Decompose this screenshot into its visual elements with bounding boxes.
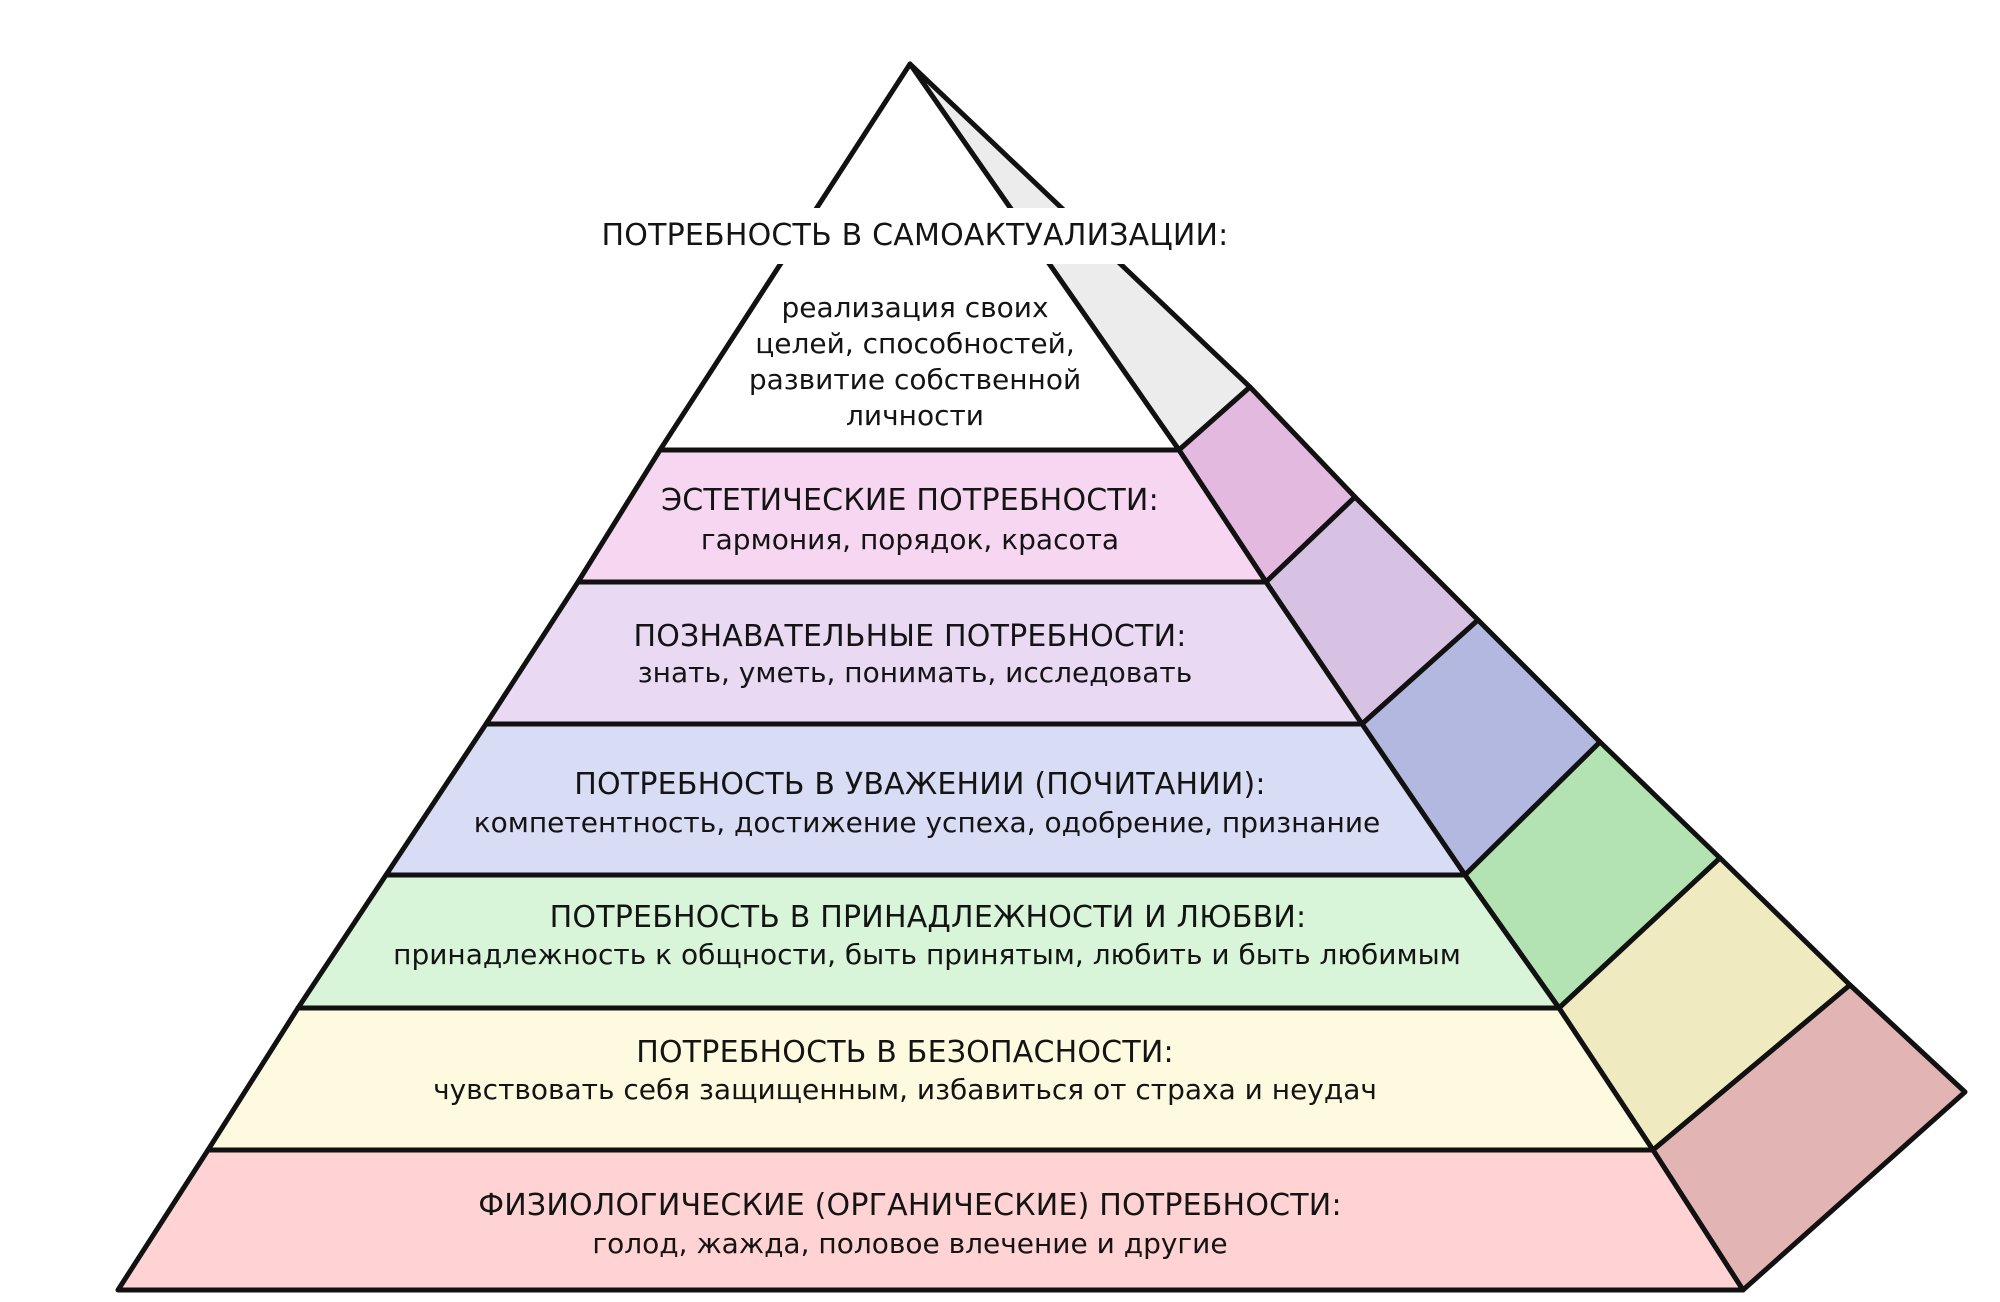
level-7-description: голод, жажда, половое влечение и другие [592, 1227, 1228, 1260]
level-4-description: компетентность, достижение успеха, одобр… [473, 806, 1381, 839]
level-3-title: ПОЗНАВАТЕЛЬНЫЕ ПОТРЕБНОСТИ: [633, 619, 1187, 654]
level-1-description: реализация своих целей, способностей, ра… [749, 290, 1081, 434]
level-4-title: ПОТРЕБНОСТЬ В УВАЖЕНИИ (ПОЧИТАНИИ): [574, 767, 1266, 802]
level-2-description: гармония, порядок, красота [700, 523, 1120, 556]
front-band-7 [115, 1147, 1746, 1293]
level-5-description: принадлежность к общности, быть принятым… [393, 938, 1461, 971]
level-3-description: знать, уметь, понимать, исследовать [637, 656, 1193, 689]
level-7-title: ФИЗИОЛОГИЧЕСКИЕ (ОРГАНИЧЕСКИЕ) ПОТРЕБНОС… [478, 1188, 1342, 1223]
level-1-line-2: целей, способностей, [755, 327, 1075, 360]
pyramid-front-face [115, 61, 1746, 1293]
level-1-line-3: развитие собственной [748, 363, 1082, 396]
top-title-backdrop [560, 208, 1280, 264]
level-1-title: ПОТРЕБНОСТЬ В САМОАКТУАЛИЗАЦИИ: [601, 218, 1229, 253]
level-2-title: ЭСТЕТИЧЕСКИЕ ПОТРЕБНОСТИ: [661, 483, 1159, 518]
level-6-title: ПОТРЕБНОСТЬ В БЕЗОПАСНОСТИ: [636, 1035, 1174, 1070]
level-1-line-1: реализация своих [781, 291, 1049, 324]
level-5-title: ПОТРЕБНОСТЬ В ПРИНАДЛЕЖНОСТИ И ЛЮБВИ: [549, 900, 1307, 935]
level-1-line-4: личности [846, 399, 984, 432]
level-6-description: чувствовать себя защищенным, избавиться … [433, 1073, 1377, 1106]
